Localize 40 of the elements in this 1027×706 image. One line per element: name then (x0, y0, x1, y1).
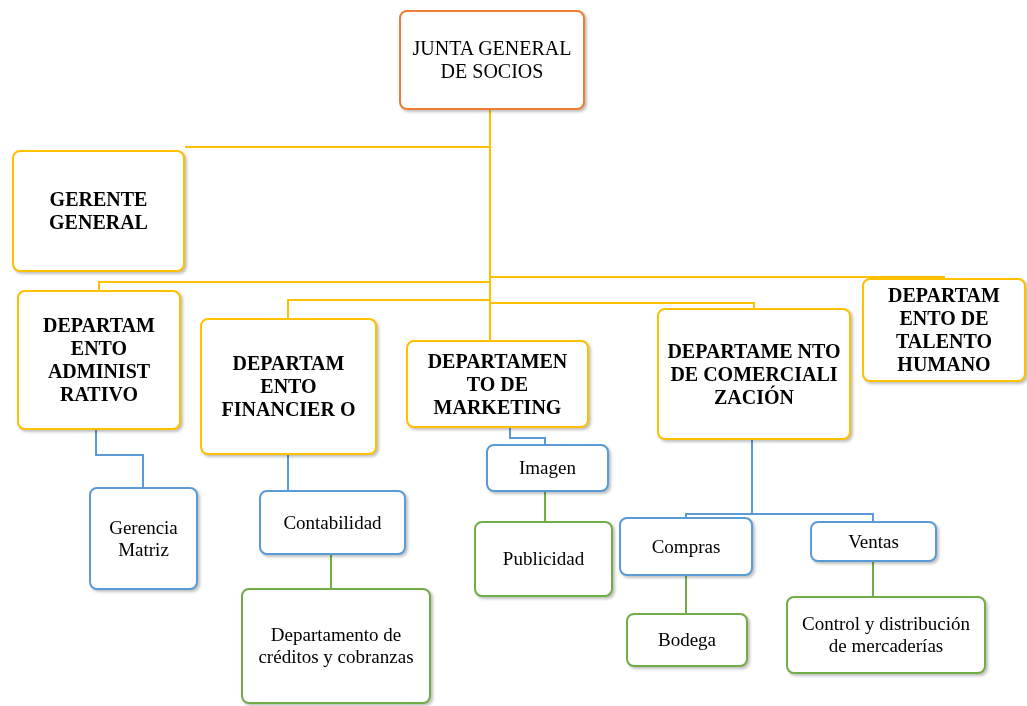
connector-line (544, 491, 546, 522)
box-label: DEPARTAME NTO DE COMERCIALI ZACIÓN (667, 339, 841, 409)
box-label: Contabilidad (283, 511, 382, 534)
org-box (406, 340, 589, 428)
connector-line (95, 429, 144, 488)
org-box (786, 596, 986, 674)
org-box (626, 613, 748, 667)
org-box (89, 487, 198, 590)
org-box (810, 521, 937, 562)
org-box (399, 10, 585, 110)
box-label: Imagen (519, 457, 576, 479)
connector-line (330, 554, 332, 589)
box-label: Departamento de créditos y cobranzas (257, 624, 415, 668)
connector-line (872, 561, 874, 597)
connector-line (751, 439, 874, 522)
org-box (12, 150, 185, 272)
org-box (17, 290, 181, 430)
box-label: DEPARTAMEN TO DE MARKETING (426, 349, 569, 419)
box-label: Bodega (657, 629, 716, 651)
connector-line (509, 427, 546, 445)
connector-line (287, 454, 289, 491)
box-label: Publicidad (502, 548, 585, 570)
box-label: JUNTA GENERAL DE SOCIOS (411, 37, 573, 83)
org-box (474, 521, 613, 597)
box-label: DEPARTAM ENTO FINANCIER O (220, 352, 357, 421)
box-label: Control y distribución de mercaderías (801, 613, 971, 657)
box-label: Compras (651, 535, 721, 558)
box-label: DEPARTAM ENTO DE TALENTO HUMANO (887, 284, 1001, 376)
box-label: Gerencia Matriz (108, 516, 179, 561)
box-label: Ventas (848, 530, 899, 553)
box-label: DEPARTAM ENTO ADMINIST RATIVO (42, 314, 156, 406)
org-box (862, 278, 1026, 382)
org-box (241, 588, 431, 704)
connector-line (685, 575, 687, 614)
org-box (619, 517, 753, 576)
org-box (259, 490, 406, 555)
org-box (486, 444, 609, 492)
box-label: GERENTE GENERAL (48, 188, 149, 234)
org-box (657, 308, 851, 440)
org-box (200, 318, 377, 455)
